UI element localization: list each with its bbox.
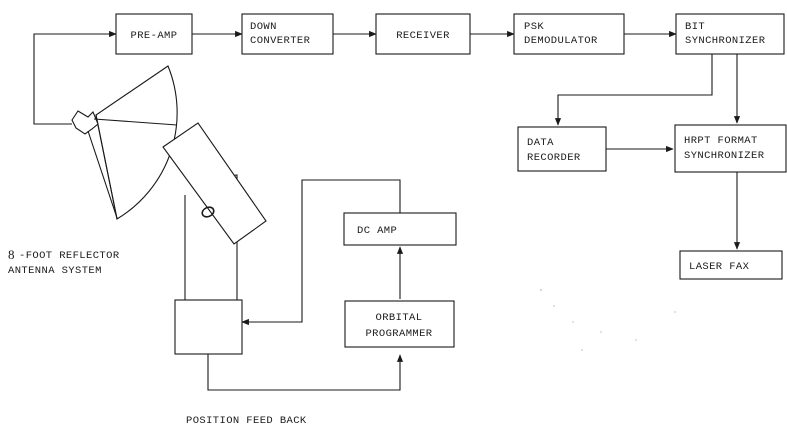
bit-synchronizer-label-line1: BIT: [685, 21, 705, 33]
antenna-caption-number: 8: [8, 247, 15, 262]
down-converter-label-line1: DOWN: [250, 21, 277, 33]
wire-feed-to-preamp: [33, 30, 117, 125]
wire-dcamp-to-servo: [241, 179, 401, 326]
wire-position-feedback: [207, 354, 404, 391]
pre-amp-block: PRE-AMP: [115, 13, 193, 55]
laser-fax-label: LASER FAX: [689, 261, 750, 273]
hrpt-format-synchronizer-label-line2: SYNCHRONIZER: [684, 150, 765, 162]
antenna-drawing: [71, 65, 267, 355]
psk-demodulator-label-line2: DEMODULATOR: [524, 35, 598, 47]
orbital-programmer-block: ORBITAL PROGRAMMER: [344, 300, 455, 348]
feed-strut-lower: [87, 130, 118, 219]
servo-drive-housing: [174, 299, 243, 355]
bit-synchronizer-block: BIT SYNCHRONIZER: [675, 13, 785, 55]
hrpt-format-synchronizer-block: HRPT FORMAT SYNCHRONIZER: [674, 124, 787, 173]
receiver-label: RECEIVER: [396, 30, 450, 42]
feed-strut-upper: [93, 118, 178, 126]
wire-bitsync-to-recorder: [554, 54, 713, 126]
reflector-rim: [95, 114, 118, 220]
feed-horn: [71, 110, 99, 135]
orbital-programmer-label-line2: PROGRAMMER: [365, 328, 432, 340]
pivot-icon: [201, 206, 215, 218]
psk-demodulator-block: PSK DEMODULATOR: [513, 13, 625, 55]
signal-wires: [33, 30, 741, 250]
laser-fax-block: LASER FAX: [679, 250, 783, 280]
data-recorder-block: DATA RECORDER: [517, 126, 607, 172]
data-recorder-label-line1: DATA: [527, 137, 554, 149]
antenna-caption-line2: ANTENNA SYSTEM: [8, 265, 102, 277]
reflector-dish: [95, 65, 178, 220]
position-feedback-caption: POSITION FEED BACK: [186, 415, 307, 427]
receiver-block: RECEIVER: [375, 13, 471, 55]
dc-amp-block: DC AMP: [343, 212, 457, 246]
pre-amp-label: PRE-AMP: [131, 30, 178, 42]
control-wires: [207, 179, 404, 391]
orbital-programmer-label-line1: ORBITAL: [376, 312, 423, 324]
mounting-arm: [162, 122, 267, 245]
down-converter-label-line2: CONVERTER: [250, 35, 311, 47]
antenna-caption: 8 -FOOT REFLECTOR ANTENNA SYSTEM: [8, 247, 120, 277]
down-converter-block: DOWN CONVERTER: [241, 13, 334, 55]
scan-noise: [540, 289, 676, 351]
psk-demodulator-label-line1: PSK: [524, 21, 544, 33]
hrpt-format-synchronizer-label-line1: HRPT FORMAT: [684, 135, 758, 147]
data-recorder-label-line2: RECORDER: [527, 152, 581, 164]
antenna-caption-line1: -FOOT REFLECTOR: [19, 250, 120, 262]
dc-amp-label: DC AMP: [357, 225, 397, 237]
bit-synchronizer-label-line2: SYNCHRONIZER: [685, 35, 766, 47]
